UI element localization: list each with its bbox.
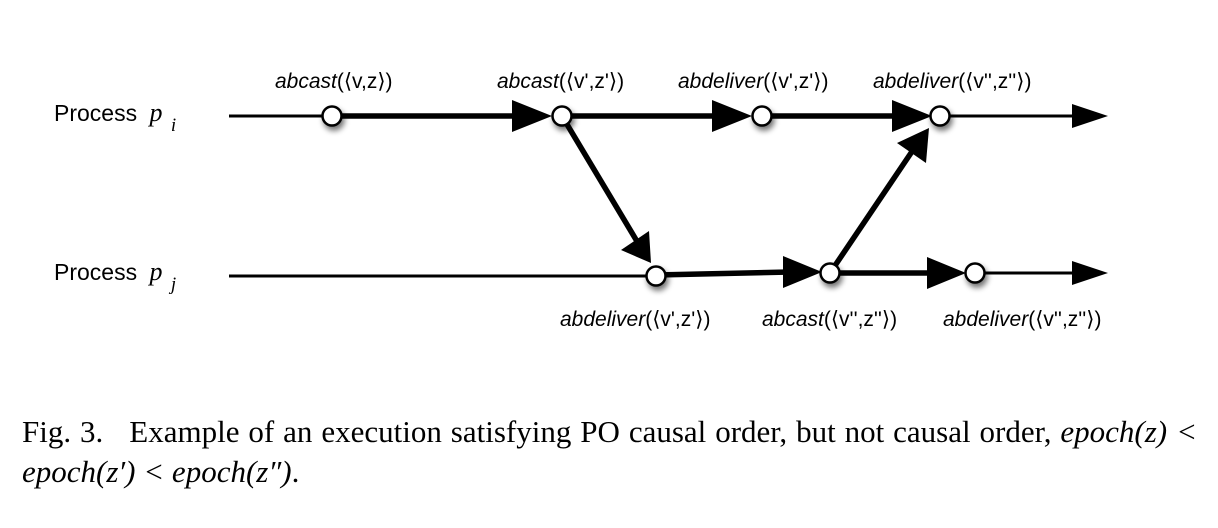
timeline-pj-arrowheads <box>783 256 1108 289</box>
timeline-pi-arrowheads <box>512 100 1108 132</box>
caption-end: . <box>291 454 300 489</box>
event-label-abcast-v2-z2: abcast(⟨v'',z''⟩) <box>762 308 897 331</box>
message-pi-to-pj <box>559 114 651 263</box>
process-pi-word: Process <box>54 100 137 126</box>
event-node-abcast-v-z <box>321 105 343 127</box>
event-node-abdeliver-v2-z2-pj <box>964 262 986 284</box>
event-node-abdeliver-v1-z1-pj <box>645 265 667 287</box>
timeline-pj <box>229 269 1080 278</box>
message-pj-to-pi <box>827 128 929 275</box>
event-node-abcast-v1-z1 <box>551 105 573 127</box>
event-label-abdeliver-v1-z1-pi: abdeliver(⟨v',z'⟩) <box>678 70 828 93</box>
process-pj-symbol: p <box>147 257 162 286</box>
event-nodes <box>321 105 986 287</box>
event-label-abdeliver-v2-z2-pi: abdeliver(⟨v'',z''⟩) <box>873 70 1031 93</box>
process-label-pi: Process p i <box>54 98 176 136</box>
event-label-abdeliver-v2-z2-pj: abdeliver(⟨v'',z''⟩) <box>943 308 1101 331</box>
caption-formula: epoch(z) < epoch(z′) < epoch(z″) <box>22 414 1197 489</box>
figure-caption: Fig. 3. Example of an execution satisfyin… <box>22 412 1197 492</box>
process-pj-word: Process <box>54 259 137 285</box>
event-label-abdeliver-v1-z1-pj: abdeliver(⟨v',z'⟩) <box>560 308 710 331</box>
process-label-pj: Process p j <box>54 257 176 295</box>
event-node-abdeliver-v2-z2-pi <box>929 105 951 127</box>
event-label-abcast-v-z: abcast(⟨v,z⟩) <box>275 70 393 93</box>
figure-number: Fig. 3. <box>22 414 104 449</box>
caption-text: Example of an execution satisfying PO ca… <box>129 414 1052 449</box>
process-pj-subscript: j <box>168 274 176 295</box>
event-node-abcast-v2-z2 <box>819 262 841 284</box>
event-node-abdeliver-v1-z1-pi <box>751 105 773 127</box>
process-pi-symbol: p <box>147 98 162 127</box>
event-label-abcast-v1-z1: abcast(⟨v',z'⟩) <box>497 70 624 93</box>
process-pi-subscript: i <box>171 115 176 136</box>
